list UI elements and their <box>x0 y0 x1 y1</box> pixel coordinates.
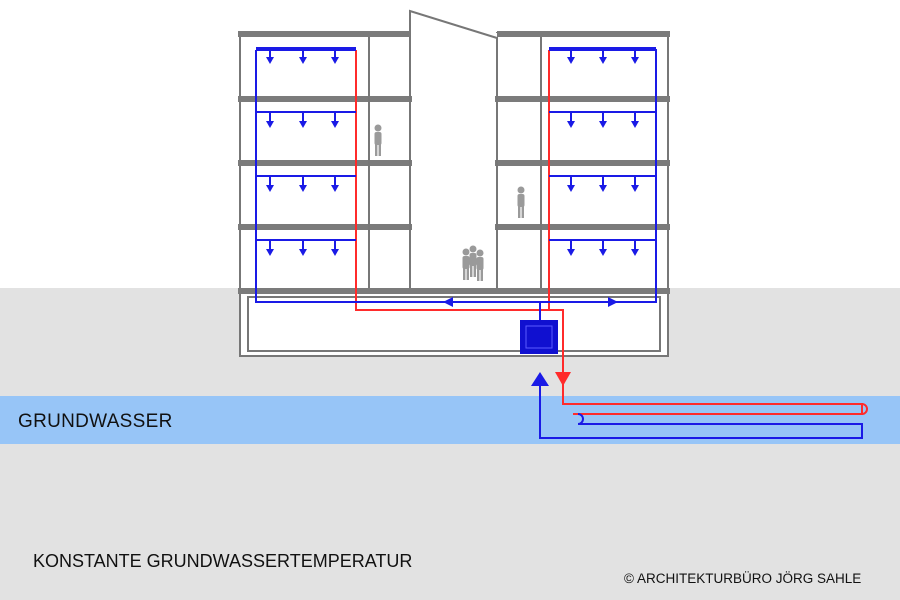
person-leg-right <box>480 269 483 281</box>
ceiling-arrow-left-1-2 <box>299 57 307 64</box>
loop-turn-inner <box>577 413 584 425</box>
return-pipe-left-riser <box>255 49 657 303</box>
person-leg-right <box>466 268 469 280</box>
roof-slab-right <box>497 31 670 37</box>
ceiling-arrow-right-2-3 <box>631 121 639 128</box>
person-head <box>517 186 525 194</box>
groundwater-label: GRUNDWASSER <box>18 411 173 432</box>
person-body <box>374 132 382 145</box>
floor-slab-right-2 <box>495 160 670 166</box>
person-leg-left <box>518 206 521 218</box>
person-icon <box>469 245 477 277</box>
person-body <box>517 194 525 207</box>
pipes <box>255 49 868 439</box>
ceiling-arrow-right-2-2 <box>599 121 607 128</box>
ceiling-arrow-left-1-3 <box>331 57 339 64</box>
person-head <box>476 249 484 257</box>
person-leg-right <box>473 265 476 277</box>
ground-slab <box>238 288 670 294</box>
ceiling-arrow-left-3-3 <box>331 185 339 192</box>
ceiling-arrow-right-3-1 <box>567 185 575 192</box>
floor-slab-left-3 <box>238 224 412 230</box>
ceiling-arrow-right-2-1 <box>567 121 575 128</box>
flow-arrow-right <box>608 297 618 307</box>
roof-slab-left <box>238 31 410 37</box>
ceiling-arrow-left-4-1 <box>266 249 274 256</box>
person-leg-left <box>463 268 466 280</box>
person-icon <box>374 124 382 156</box>
person-icon <box>476 249 484 281</box>
heat-pump-inner <box>525 325 553 349</box>
ceiling-arrow-right-4-1 <box>567 249 575 256</box>
ceiling-arrow-right-3-3 <box>631 185 639 192</box>
ceiling-arrow-left-2-1 <box>266 121 274 128</box>
flow-arrows <box>443 297 618 307</box>
person-icon <box>462 248 470 280</box>
person-body <box>462 256 470 269</box>
floor-slab-right-3 <box>495 224 670 230</box>
ceiling-arrow-left-3-2 <box>299 185 307 192</box>
floor-slab-left-2 <box>238 160 412 166</box>
return-pipe-well <box>539 386 863 439</box>
person-body <box>476 257 484 270</box>
people <box>374 124 525 281</box>
atrium <box>410 33 497 291</box>
person-head <box>469 245 477 253</box>
ceiling-arrow-left-2-2 <box>299 121 307 128</box>
person-head <box>374 124 382 132</box>
atrium-roof <box>409 9 498 39</box>
floor-slab-right-1 <box>495 96 670 102</box>
person-leg-right <box>521 206 524 218</box>
ceiling-arrow-right-4-2 <box>599 249 607 256</box>
person-icon <box>517 186 525 218</box>
person-head <box>462 248 470 256</box>
ceiling-arrow-right-4-3 <box>631 249 639 256</box>
ceiling-arrow-right-1-3 <box>631 57 639 64</box>
heat-pump-unit-icon <box>520 320 558 354</box>
extraction-arrow-up <box>531 372 549 386</box>
constant-temperature-caption: KONSTANTE GRUNDWASSERTEMPERATUR <box>33 551 413 571</box>
floor-slab-left-1 <box>238 96 412 102</box>
ceiling-arrow-left-4-3 <box>331 249 339 256</box>
loop-turn-upper <box>861 403 868 415</box>
person-leg-left <box>477 269 480 281</box>
person-leg-right <box>378 144 381 156</box>
injection-arrow-down <box>555 372 571 386</box>
supply-pipe-left <box>355 50 564 372</box>
ceiling-arrow-right-1-2 <box>599 57 607 64</box>
ceiling-branches <box>256 47 656 256</box>
ceiling-arrow-left-2-3 <box>331 121 339 128</box>
copyright-notice: © ARCHITEKTURBÜRO JÖRG SAHLE <box>624 571 862 586</box>
ceiling-arrow-right-3-2 <box>599 185 607 192</box>
person-body <box>469 253 477 266</box>
ceiling-arrow-right-1-1 <box>567 57 575 64</box>
flow-arrow-left <box>443 297 453 307</box>
person-leg-left <box>375 144 378 156</box>
basement-inner-outline <box>247 296 661 352</box>
ceiling-arrow-left-1-1 <box>266 57 274 64</box>
basement <box>239 289 669 357</box>
ceiling-arrow-left-3-1 <box>266 185 274 192</box>
ceiling-arrow-left-4-2 <box>299 249 307 256</box>
person-leg-left <box>470 265 473 277</box>
